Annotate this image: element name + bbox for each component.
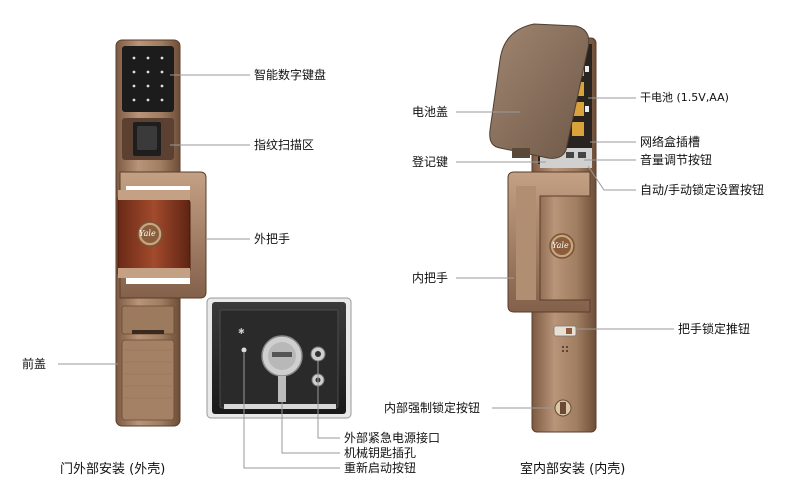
restart-pin: [241, 347, 247, 353]
label-fingerprint: 指纹扫描区: [254, 138, 315, 152]
speaker-grille: [562, 346, 568, 352]
svg-text:✱: ✱: [238, 327, 245, 336]
caption-inside: 室内部安装 (内壳): [520, 462, 626, 477]
label-register-key: 登记键: [412, 155, 449, 169]
keypad-digits: [132, 56, 164, 102]
label-inner-force-lock: 内部强制锁定按钮: [384, 401, 481, 415]
label-front-cover: 前盖: [22, 357, 47, 371]
label-battery-cover: 电池盖: [412, 105, 449, 119]
label-battery: 干电池 (1.5V,AA): [640, 91, 729, 104]
label-restart-button: 重新启动按钮: [344, 461, 417, 475]
outer-lock-body: [115, 39, 207, 427]
label-handle-lock-knob: 把手锁定推钮: [678, 322, 751, 336]
label-outer-handle: 外把手: [254, 232, 291, 246]
keypad-panel: [122, 46, 174, 112]
yale-logo-outer: Yale: [139, 229, 156, 238]
yale-logo-inner: Yale: [552, 241, 569, 250]
caption-outside: 门外部安装 (外壳): [60, 462, 166, 477]
label-emergency-power: 外部紧急电源接口: [344, 431, 441, 445]
battery-cover-flap: [489, 23, 590, 159]
label-key-hole: 机械钥匙插孔: [344, 446, 417, 460]
bottom-detail-inset: ✱: [206, 297, 352, 419]
leader-lines: [58, 74, 674, 469]
label-network-slot: 网络盒插槽: [640, 135, 701, 149]
front-cover-panel: [121, 339, 175, 421]
label-keypad: 智能数字键盘: [254, 68, 327, 82]
inner-lock-body: [489, 23, 597, 433]
label-auto-manual-button: 自动/手动锁定设置按钮: [640, 183, 765, 197]
label-inner-handle: 内把手: [412, 271, 449, 285]
label-volume-button: 音量调节按钮: [640, 153, 713, 167]
handle-lock-knob: [553, 325, 577, 337]
